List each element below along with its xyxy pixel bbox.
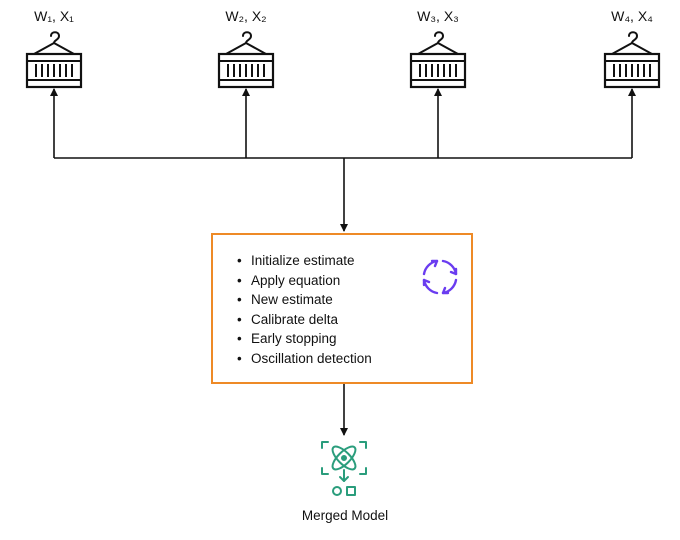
node-label-1: W₁, X₁ — [34, 8, 74, 24]
merged-model-icon — [321, 441, 367, 496]
container-crane-icon — [603, 31, 661, 89]
container-crane-icon — [409, 31, 467, 89]
process-step: Calibrate delta — [235, 310, 372, 330]
output-label: Merged Model — [301, 508, 389, 523]
node-label-3: W₃, X₃ — [417, 8, 459, 24]
process-step-list: Initialize estimate Apply equation New e… — [235, 251, 372, 369]
process-step: Oscillation detection — [235, 349, 372, 369]
process-step: Apply equation — [235, 271, 372, 291]
connector-lines — [50, 88, 636, 436]
container-crane-icon — [25, 31, 83, 89]
refresh-cycle-icon — [422, 259, 458, 295]
process-step: New estimate — [235, 290, 372, 310]
node-label-4: W₄, X₄ — [611, 8, 653, 24]
process-step: Early stopping — [235, 329, 372, 349]
process-step: Initialize estimate — [235, 251, 372, 271]
process-box: Initialize estimate Apply equation New e… — [211, 233, 473, 384]
node-label-2: W₂, X₂ — [225, 8, 267, 24]
container-crane-icon — [217, 31, 275, 89]
